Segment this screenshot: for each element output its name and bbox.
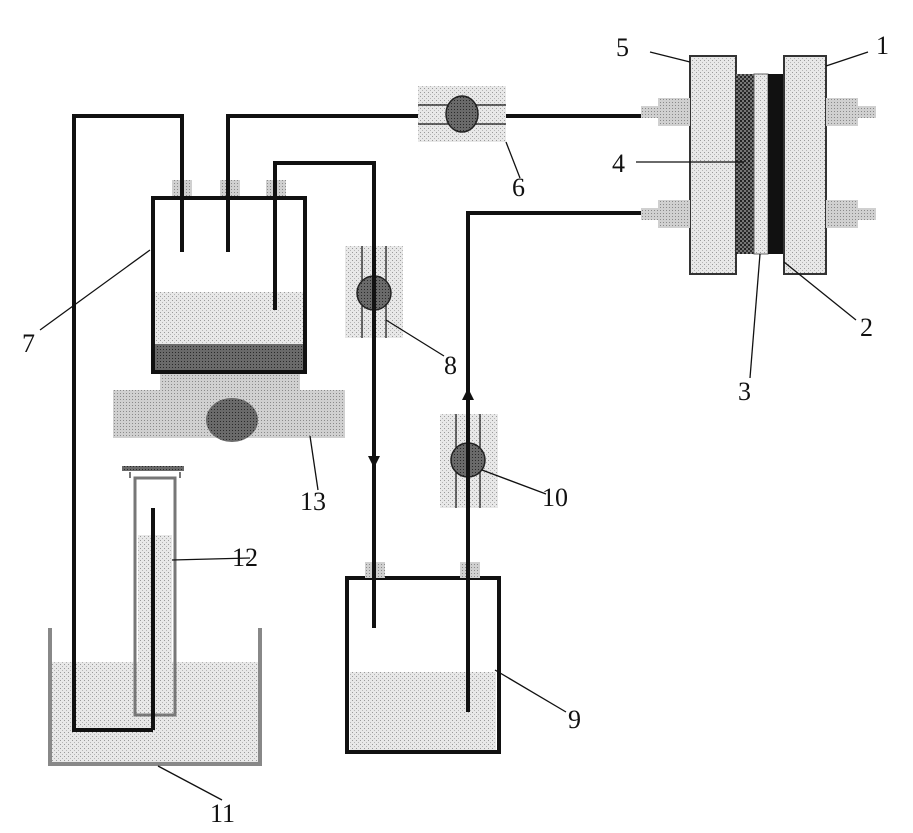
label-6: 6 (512, 173, 525, 202)
pump-6 (418, 86, 506, 142)
label-4: 4 (612, 149, 625, 178)
reservoir-9 (347, 562, 499, 752)
label-9: 9 (568, 705, 581, 734)
label-7: 7 (22, 329, 35, 358)
flow-arrow-down (368, 456, 380, 468)
electrochemical-cell (641, 56, 876, 274)
label-12: 12 (232, 543, 258, 572)
label-11: 11 (210, 799, 235, 828)
label-5: 5 (616, 33, 629, 62)
label-3: 3 (738, 377, 751, 406)
label-2: 2 (860, 313, 873, 342)
flow-arrow-up (462, 388, 474, 400)
label-1: 1 (876, 31, 889, 60)
label-10: 10 (542, 483, 568, 512)
label-8: 8 (444, 351, 457, 380)
magnetic-stirrer-13 (113, 370, 345, 442)
label-13: 13 (300, 487, 326, 516)
